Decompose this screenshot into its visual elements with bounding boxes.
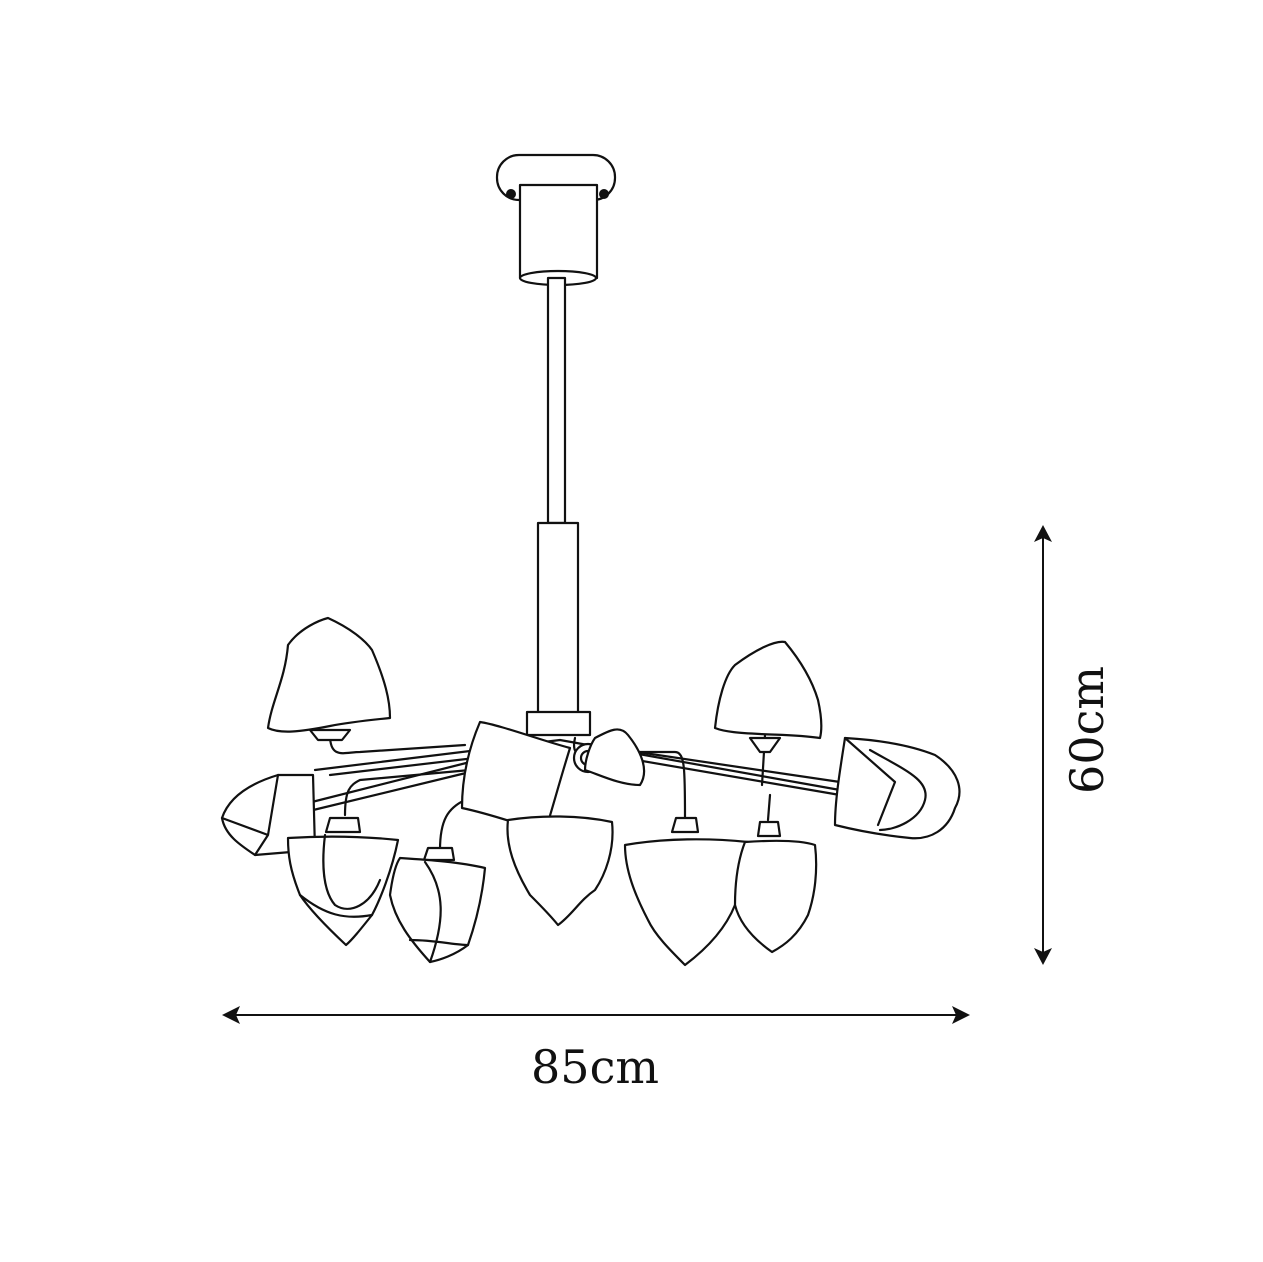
arrow-down-icon — [1034, 948, 1052, 965]
shade-lower-4 — [733, 839, 818, 954]
arrow-left-icon — [222, 1006, 240, 1024]
shade-lower-1 — [286, 835, 400, 947]
height-dimension: 60cm — [1034, 525, 1114, 965]
shade-lower-2 — [388, 856, 487, 964]
ceiling-canopy — [495, 153, 617, 287]
shade-lower-3 — [623, 838, 750, 967]
body-tube — [536, 521, 580, 715]
collar — [525, 710, 592, 737]
shade-top-left — [266, 616, 392, 733]
shade-lower-center — [506, 815, 614, 927]
shades — [220, 616, 961, 967]
height-label: 60cm — [1060, 666, 1114, 794]
width-label: 85cm — [531, 1040, 659, 1094]
arrow-right-icon — [952, 1006, 970, 1024]
shade-top-right — [713, 640, 823, 740]
arrow-up-icon — [1034, 525, 1052, 542]
shade-center-back — [583, 728, 646, 787]
width-dimension: 85cm — [222, 1006, 970, 1094]
chandelier-drawing — [220, 153, 961, 967]
shade-right-side — [833, 736, 961, 840]
downrod — [546, 276, 567, 525]
